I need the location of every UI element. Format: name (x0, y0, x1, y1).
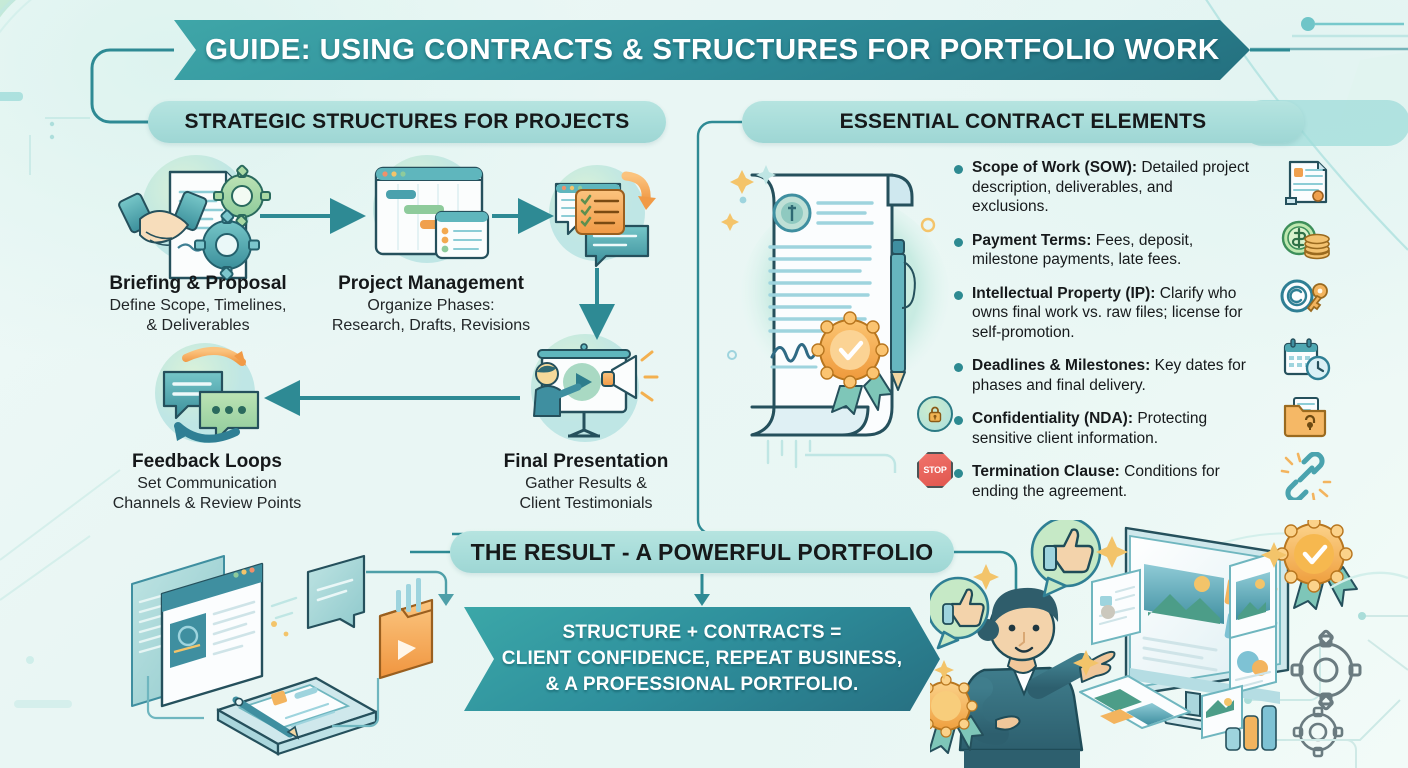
result-line-3: & A PROFESSIONAL PORTFOLIO. (545, 674, 859, 695)
flow-sub-fp-2: Client Testimonials (519, 495, 653, 512)
bullet-dot-icon (954, 165, 963, 174)
broken-chain-icon (1280, 452, 1332, 500)
result-line-2: CLIENT CONFIDENCE, REPEAT BUSINESS, (501, 648, 903, 669)
flow-sub-fp-1: Gather Results & (525, 475, 647, 492)
section-heading-right-label: ESSENTIAL CONTRACT ELEMENTS (839, 110, 1207, 133)
flow-sub-fb-1: Set Communication (137, 475, 277, 492)
portfolio-devices-illustration (131, 554, 454, 756)
presentation-screen-megaphone-icon (533, 343, 659, 438)
contract-element-deadlines: Deadlines & Milestones: Key dates for ph… (952, 356, 1252, 395)
term-scope-of-work: Scope of Work (SOW): (972, 159, 1138, 176)
flow-sub-pm-2: Research, Drafts, Revisions (331, 317, 531, 334)
flow-title-final-presentation: Final Presentation (503, 451, 669, 472)
flow-title-project-management: Project Management (338, 273, 524, 294)
desc-deadlines: Key dates for phases and final delivery. (972, 357, 1246, 394)
stop-label: STOP (923, 465, 947, 475)
term-payment-terms: Payment Terms: (972, 231, 1092, 249)
page-title: GUIDE: USING CONTRACTS & STRUCTURES FOR … (204, 33, 1220, 66)
bullet-dot-icon (954, 290, 963, 300)
section-heading-strategic-structures: STRATEGIC STRUCTURES FOR PROJECTS (148, 101, 666, 143)
flow-label-final-presentation: Final Presentation Gather Results & Clie… (478, 450, 694, 513)
stop-sign-badge-icon: STOP (917, 452, 953, 488)
flow-sub-briefing-2: & Deliverables (146, 317, 250, 334)
copyright-key-icon (1280, 279, 1328, 313)
result-statement-banner: STRUCTURE + CONTRACTS = CLIENT CONFIDENC… (464, 607, 940, 711)
calendar-clock-icon (1283, 338, 1331, 381)
term-intellectual-property: Intellectual Property (IP): (972, 284, 1156, 302)
signed-contract-scroll-illustration (721, 165, 950, 473)
speech-bubbles-loop-icon (162, 347, 260, 443)
lock-badge-icon (917, 396, 953, 432)
term-termination: Termination Clause: (972, 463, 1120, 480)
contract-element-payment-terms: Payment Terms: Fees, deposit, milestone … (952, 231, 1252, 270)
handshake-document-gears-icon (118, 164, 271, 281)
document-scroll-icon (1285, 160, 1328, 205)
page-title-banner: GUIDE: USING CONTRACTS & STRUCTURES FOR … (174, 20, 1250, 80)
desc-termination: Conditions for ending the agreement. (972, 463, 1220, 500)
gantt-chart-window-icon (374, 166, 490, 260)
flow-label-project-management: Project Management Organize Phases: Rese… (320, 272, 542, 335)
contract-element-intellectual-property: Intellectual Property (IP): Clarify who … (952, 284, 1252, 343)
flow-sub-pm-1: Organize Phases: (367, 297, 495, 314)
desc-confidentiality: Protecting sensitive client information. (972, 410, 1208, 447)
section-heading-result-label: THE RESULT - A POWERFUL PORTFOLIO (470, 538, 934, 565)
result-line-1: STRUCTURE + CONTRACTS = (562, 622, 842, 643)
contract-element-scope-of-work: Scope of Work (SOW): Detailed project de… (952, 158, 1252, 217)
bullet-dot-icon (954, 416, 963, 425)
contract-elements-list: Scope of Work (SOW): Detailed project de… (952, 158, 1252, 515)
presenter-portfolio-illustration (930, 520, 1408, 768)
flow-sub-fb-2: Channels & Review Points (112, 495, 302, 512)
term-deadlines: Deadlines & Milestones: (972, 357, 1151, 374)
chat-checklist-revision-icon (554, 171, 656, 268)
section-heading-contract-elements: ESSENTIAL CONTRACT ELEMENTS (742, 101, 1304, 143)
bullet-dot-icon (954, 237, 963, 247)
flow-label-feedback-loops: Feedback Loops Set Communication Channel… (100, 450, 314, 513)
folder-lock-icon (1283, 397, 1327, 438)
flow-label-briefing: Briefing & Proposal Define Scope, Timeli… (98, 272, 298, 335)
money-coins-icon (1281, 220, 1330, 260)
bullet-dot-icon (954, 469, 963, 478)
desc-scope-of-work: Detailed project description, deliverabl… (972, 159, 1250, 215)
section-heading-left-label: STRATEGIC STRUCTURES FOR PROJECTS (184, 110, 630, 133)
contract-element-termination: Termination Clause: Conditions for endin… (952, 462, 1252, 501)
section-heading-result: THE RESULT - A POWERFUL PORTFOLIO (450, 531, 954, 573)
desc-payment-terms: Fees, deposit, milestone payments, late … (972, 231, 1194, 269)
flow-sub-briefing-1: Define Scope, Timelines, (109, 297, 287, 314)
desc-intellectual-property: Clarify who owns final work vs. raw file… (972, 284, 1243, 341)
contract-element-confidentiality: Confidentiality (NDA): Protecting sensit… (952, 409, 1252, 448)
flow-title-briefing: Briefing & Proposal (109, 273, 287, 294)
bullet-dot-icon (954, 363, 963, 372)
term-confidentiality: Confidentiality (NDA): (972, 410, 1134, 427)
flow-title-feedback-loops: Feedback Loops (132, 451, 282, 472)
